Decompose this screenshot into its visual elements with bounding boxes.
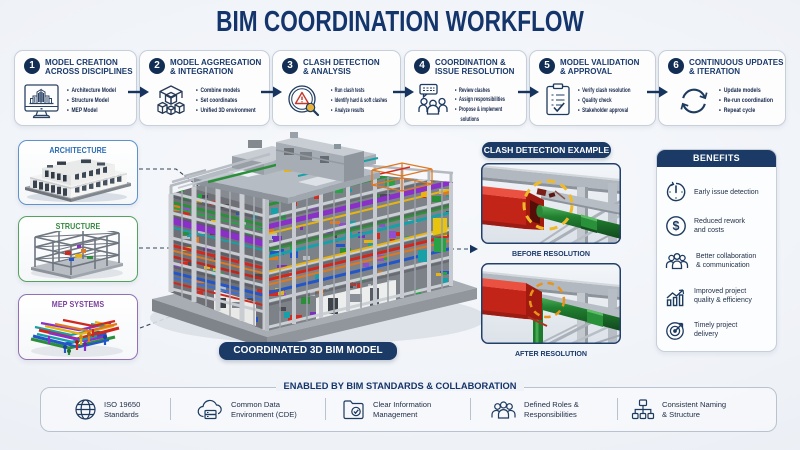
svg-text:$: $ bbox=[673, 219, 680, 233]
